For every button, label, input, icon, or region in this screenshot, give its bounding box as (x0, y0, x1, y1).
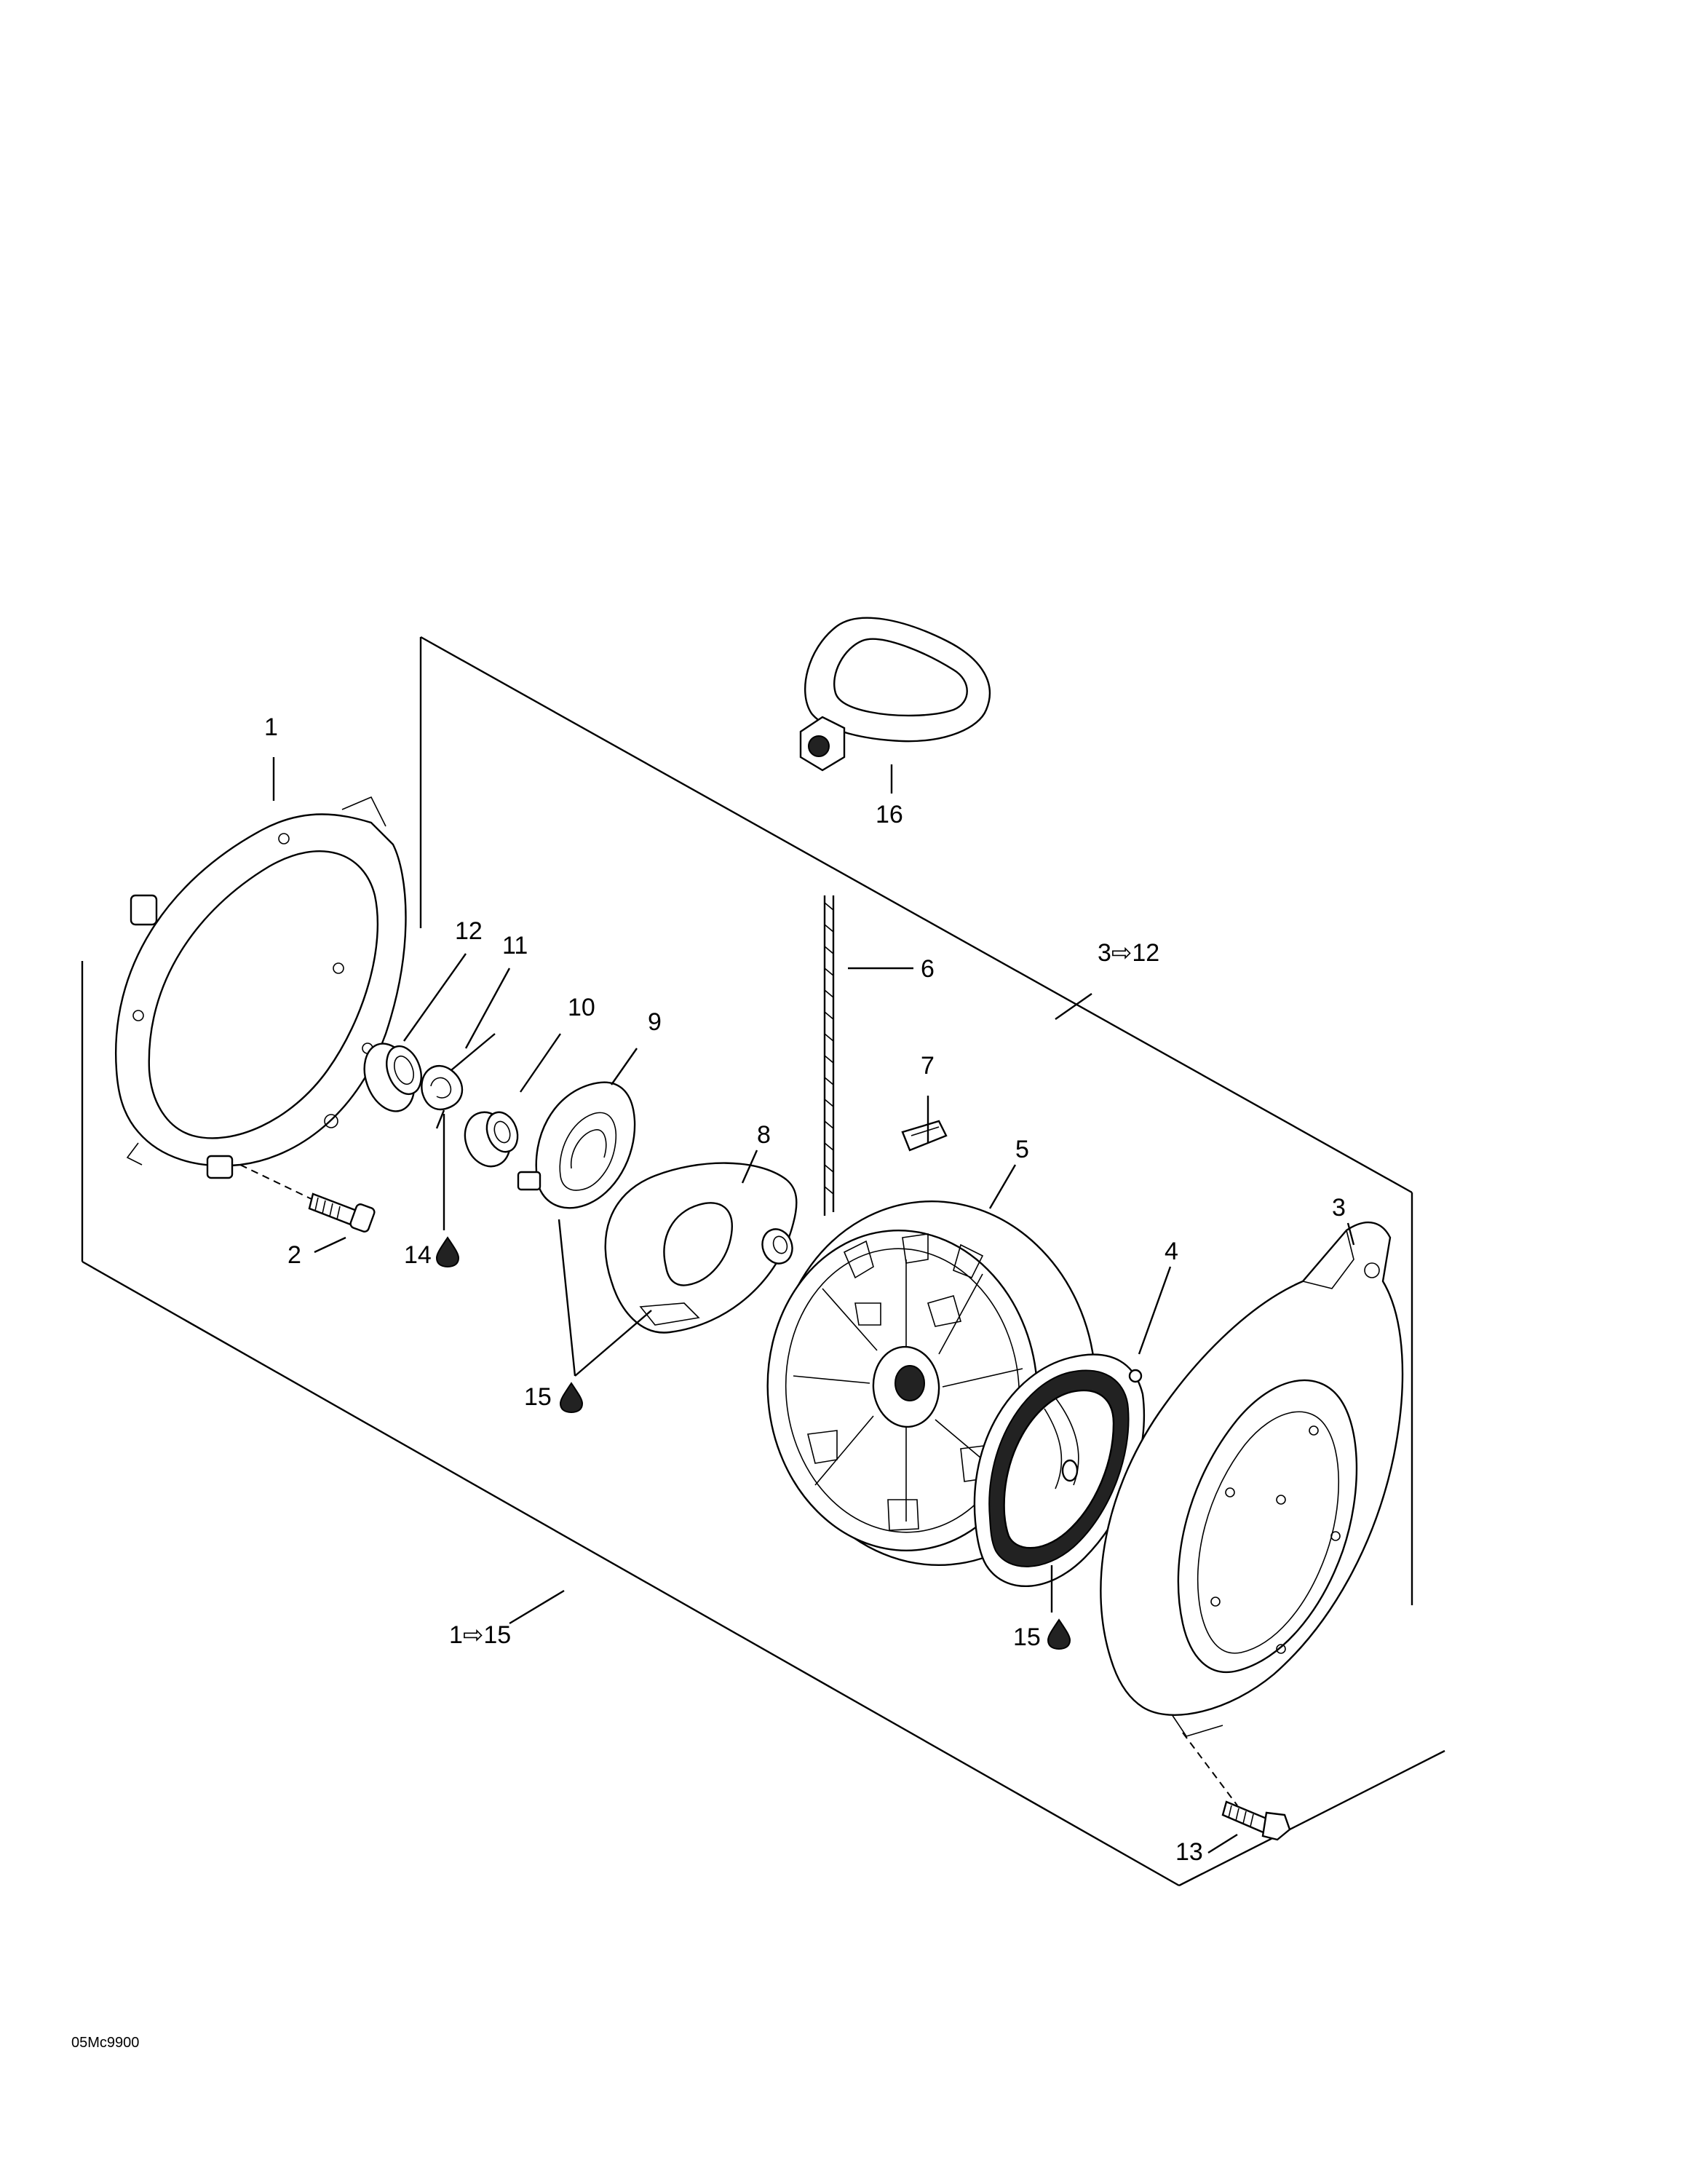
part-10-bushing (464, 1111, 519, 1168)
assembly-bracket-1-15 (81, 961, 1445, 1887)
label-range-1-15: 1⇨15 (449, 1621, 511, 1649)
leader-3-12 (1055, 993, 1092, 1020)
label-part-14: 14 (404, 1241, 432, 1269)
part-13-screw (1182, 1732, 1291, 1841)
leader-3 (1346, 1222, 1355, 1246)
leader-2 (314, 1236, 346, 1254)
part-12-bushing (363, 1042, 422, 1112)
leader-15a-2 (574, 1310, 652, 1377)
grease-icon (435, 1236, 460, 1268)
part-6-rope (823, 895, 835, 1216)
label-part-5: 5 (1015, 1136, 1029, 1163)
label-part-15-b: 15 (1013, 1623, 1041, 1651)
label-part-12: 12 (455, 917, 483, 945)
label-part-3: 3 (1332, 1194, 1346, 1222)
label-part-11: 11 (502, 932, 528, 960)
label-part-9: 9 (648, 1008, 662, 1036)
part-8-pawl-cover (604, 1162, 798, 1334)
label-part-2: 2 (287, 1241, 301, 1269)
part-4-recoil-spring (973, 1353, 1146, 1587)
grease-icon (1047, 1618, 1071, 1650)
part-9-cam-plate (517, 1081, 636, 1209)
leader-1-15 (509, 1589, 565, 1625)
leader-13 (1207, 1833, 1238, 1854)
label-part-16: 16 (876, 801, 903, 828)
label-part-1: 1 (264, 713, 278, 741)
leader-8 (741, 1150, 758, 1184)
label-part-6: 6 (921, 955, 935, 983)
part-16-handle (799, 617, 991, 772)
grease-icon (559, 1382, 584, 1414)
leader-12 (403, 953, 467, 1042)
label-part-13: 13 (1175, 1838, 1203, 1866)
part-11-spring (421, 1033, 496, 1129)
part-1-housing-plate (114, 796, 407, 1179)
label-part-15-a: 15 (524, 1383, 552, 1411)
label-part-7: 7 (921, 1052, 935, 1080)
part-2-screw (239, 1164, 376, 1233)
label-part-4: 4 (1165, 1238, 1178, 1265)
leader-10 (520, 1033, 561, 1093)
part-3-starter-housing (1100, 1222, 1404, 1737)
assembly-bracket-3-12 (419, 636, 1413, 1605)
label-range-3-12: 3⇨12 (1098, 939, 1159, 967)
leader-5 (988, 1164, 1017, 1209)
leader-11 (464, 968, 511, 1049)
drawing-code: 05Mc9900 (71, 2035, 139, 2051)
leader-9 (611, 1048, 638, 1085)
part-7-pawl (901, 1120, 948, 1152)
label-part-8: 8 (757, 1121, 771, 1149)
leader-15a-1 (558, 1219, 576, 1377)
label-part-10: 10 (568, 994, 595, 1021)
leader-4 (1138, 1266, 1172, 1355)
